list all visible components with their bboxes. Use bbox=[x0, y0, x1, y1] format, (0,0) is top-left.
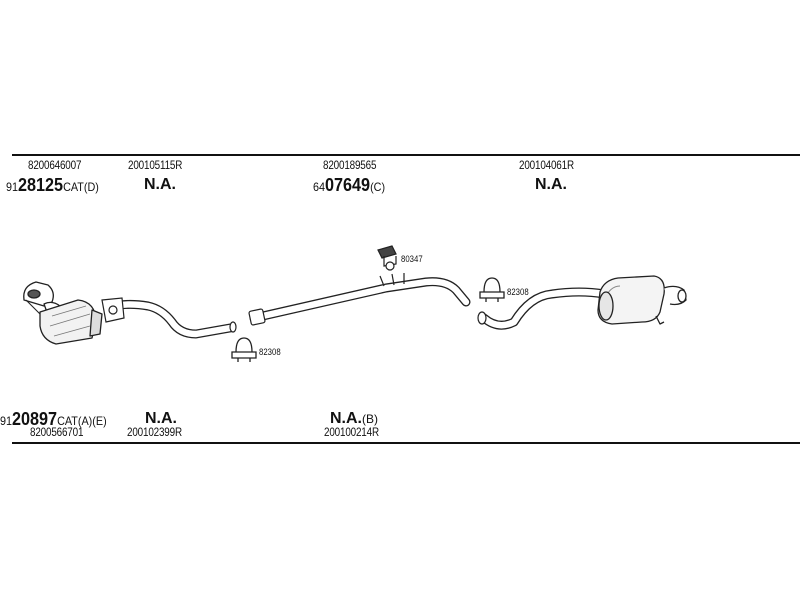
clamp-icon bbox=[231, 337, 257, 362]
hanger-icon bbox=[377, 245, 397, 271]
na-rear-silencer: N.A. bbox=[535, 176, 567, 193]
hanger-label: 80347 bbox=[401, 254, 423, 265]
ref-number-catalyst: 9128125CAT(D) bbox=[6, 175, 99, 195]
oe-number-front-pipe-alt: 200102399R bbox=[127, 427, 182, 439]
na-front-pipe: N.A. bbox=[144, 176, 176, 193]
oe-number-middle-pipe-alt: 200100214R bbox=[324, 427, 379, 439]
front-pipe bbox=[101, 297, 237, 339]
rear-pipe bbox=[477, 287, 609, 330]
middle-pipe bbox=[248, 273, 471, 326]
na-middle-pipe-alt: N.A.(B) bbox=[330, 410, 378, 427]
rear-silencer bbox=[597, 275, 687, 325]
bottom-rule bbox=[12, 442, 800, 444]
ref-number-catalyst-alt: 9120897CAT(A)(E) bbox=[0, 409, 107, 429]
top-rule bbox=[12, 154, 800, 156]
ref-number-middle-pipe: 6407649(C) bbox=[313, 175, 386, 195]
oe-number-rear-silencer: 200104061R bbox=[519, 160, 574, 172]
clamp-front-label: 82308 bbox=[259, 347, 281, 358]
clamp-rear-label: 82308 bbox=[507, 287, 529, 298]
na-front-pipe-alt: N.A. bbox=[145, 410, 177, 427]
oe-number-catalyst-alt: 8200566701 bbox=[30, 427, 84, 439]
oe-number-front-pipe: 200105115R bbox=[128, 160, 183, 172]
clamp-icon bbox=[479, 277, 505, 302]
oe-number-catalyst: 8200646007 bbox=[28, 160, 82, 172]
oe-number-middle-pipe: 8200189565 bbox=[323, 160, 377, 172]
catalytic-converter bbox=[23, 281, 103, 345]
